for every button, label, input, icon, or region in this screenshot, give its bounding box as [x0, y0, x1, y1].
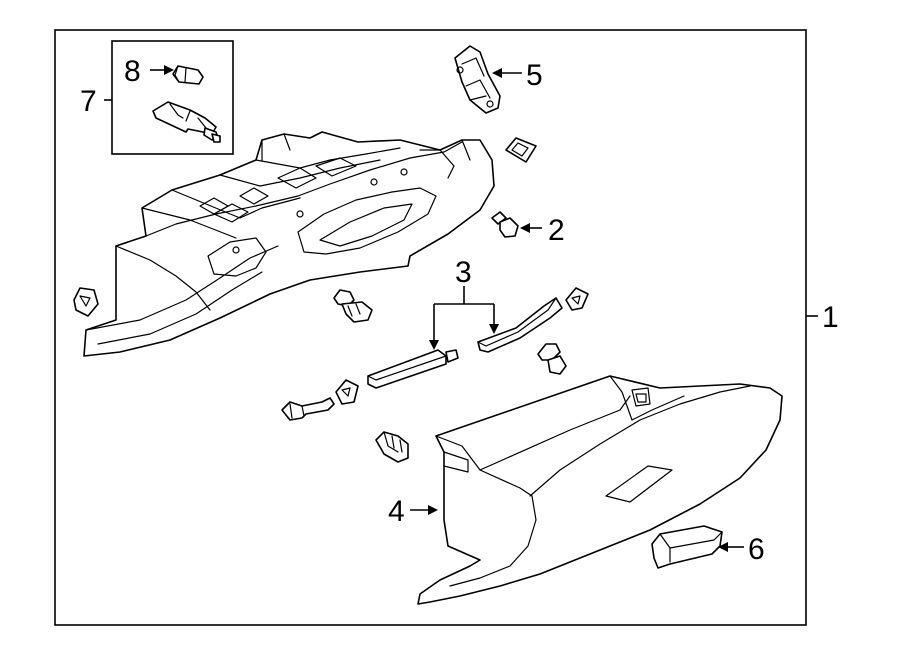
upper-frame-housing — [83, 131, 495, 357]
nut-clip — [335, 379, 359, 405]
rod-part-3 — [367, 349, 459, 389]
arrow-6 — [718, 542, 728, 552]
callout-6: 6 — [748, 533, 765, 566]
callout-4: 4 — [388, 495, 405, 528]
clip-upper-right — [505, 137, 537, 163]
clip-right — [565, 287, 589, 311]
arrow-3-left — [429, 340, 439, 350]
callout-2: 2 — [548, 214, 565, 247]
callout-8: 8 — [124, 55, 141, 88]
bulb-part-8 — [172, 65, 204, 85]
hinge-pin — [281, 397, 335, 421]
arrow-5 — [492, 68, 502, 78]
push-pin — [537, 343, 567, 375]
leader-3 — [433, 286, 495, 340]
stud-part-2 — [491, 211, 519, 238]
arrow-3-right — [489, 324, 499, 334]
bar-part-3 — [477, 297, 563, 353]
arrow-4 — [428, 505, 438, 515]
callout-1: 1 — [822, 301, 839, 334]
lamp-assembly-part-7 — [152, 101, 221, 143]
bolt — [333, 289, 373, 323]
arrow-8 — [164, 65, 174, 75]
latch-handle-part-6 — [651, 525, 723, 569]
clip-left — [73, 287, 99, 317]
diagram-frame — [54, 29, 807, 626]
callout-3: 3 — [455, 256, 472, 289]
glove-box-door-part-4 — [417, 375, 783, 605]
arrow-2 — [520, 223, 530, 233]
inset-box-7 — [111, 40, 234, 155]
latch-clip — [375, 431, 409, 463]
callout-5: 5 — [526, 59, 543, 92]
bracket-part-5 — [454, 45, 501, 114]
callout-7: 7 — [80, 85, 97, 118]
